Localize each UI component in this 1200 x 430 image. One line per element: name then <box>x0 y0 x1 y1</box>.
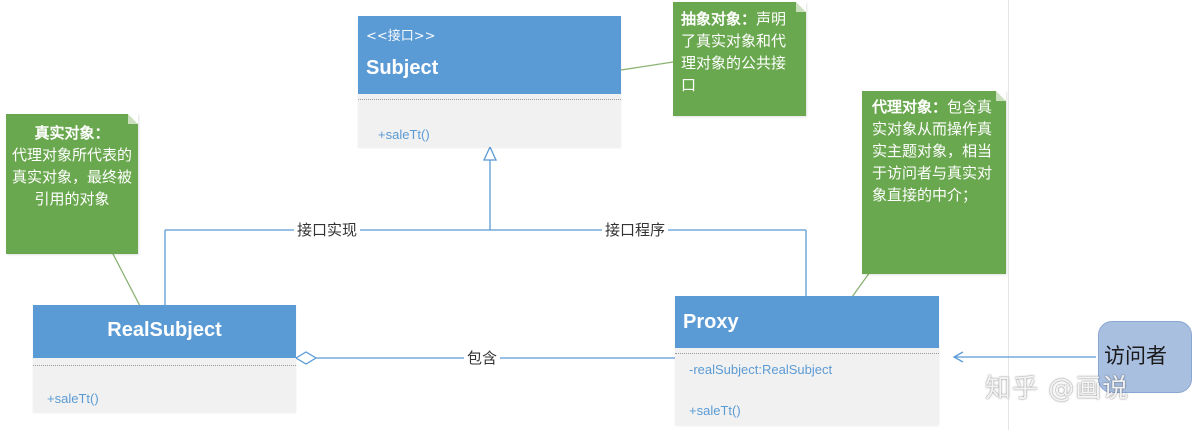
edge-label-realize: 接口实现 <box>294 221 361 239</box>
realsubject-method: +saleTt() <box>47 391 99 406</box>
note-link-proxy <box>851 271 871 298</box>
proxy-attribute-divider <box>675 353 939 354</box>
proxy-method: +saleTt() <box>689 403 741 418</box>
note-proxy-title: 代理对象： <box>872 98 948 116</box>
aggregation-diamond <box>294 351 318 365</box>
proxy-name: Proxy <box>683 311 739 333</box>
realsubject-attribute-divider <box>33 365 296 366</box>
realsubject-class-box[interactable]: RealSubject +saleTt() <box>33 305 296 412</box>
proxy-attribute: -realSubject:RealSubject <box>689 362 833 377</box>
visitor-box[interactable] <box>1098 321 1192 393</box>
watermark-text: 知乎 @画说 <box>985 374 1130 404</box>
realsubject-name: RealSubject <box>107 319 222 341</box>
note-fold-corner <box>128 114 138 124</box>
edge-label-contain: 包含 <box>464 349 501 367</box>
note-real-body: 代理对象所代表的真实对象，最终被引用的对象 <box>12 146 133 208</box>
realsubject-header: RealSubject <box>33 305 296 358</box>
note-abstract-title: 抽象对象： <box>681 10 757 28</box>
note-fold-corner <box>996 91 1006 101</box>
edge-label-program: 接口程序 <box>602 221 669 239</box>
proxy-class-box[interactable]: Proxy -realSubject:RealSubject +saleTt() <box>675 296 939 425</box>
subject-header: <<接口>> Subject <box>358 16 621 94</box>
subject-name: Subject <box>366 57 439 79</box>
proxy-header: Proxy <box>675 296 939 348</box>
note-fold-corner <box>796 2 806 12</box>
note-abstract-object[interactable]: 抽象对象：声明了真实对象和代理对象的公共接口 <box>673 2 806 116</box>
generalization-arrowhead <box>482 145 498 161</box>
note-link-abstract <box>620 61 674 71</box>
note-proxy-body: 包含真实对象从而操作真实主题对象，相当于访问者与真实对象直接的中介； <box>872 98 993 204</box>
subject-stereotype: <<接口>> <box>366 29 436 44</box>
page-edge-divider <box>1008 0 1009 430</box>
subject-attribute-divider <box>358 99 621 100</box>
note-proxy-object[interactable]: 代理对象：包含真实对象从而操作真实主题对象，相当于访问者与真实对象直接的中介； <box>862 91 1006 274</box>
subject-method: +saleTt() <box>378 127 430 142</box>
note-real-object[interactable]: 真实对象： 代理对象所代表的真实对象，最终被引用的对象 <box>6 114 138 254</box>
note-real-title: 真实对象： <box>34 124 110 142</box>
subject-interface-box[interactable]: <<接口>> Subject +saleTt() <box>358 16 621 147</box>
visitor-arrowhead <box>952 351 964 363</box>
note-link-real <box>111 251 141 307</box>
note-abstract-body: 声明了真实对象和代理对象的公共接口 <box>681 10 787 94</box>
visitor-label: 访问者 <box>1104 344 1167 368</box>
